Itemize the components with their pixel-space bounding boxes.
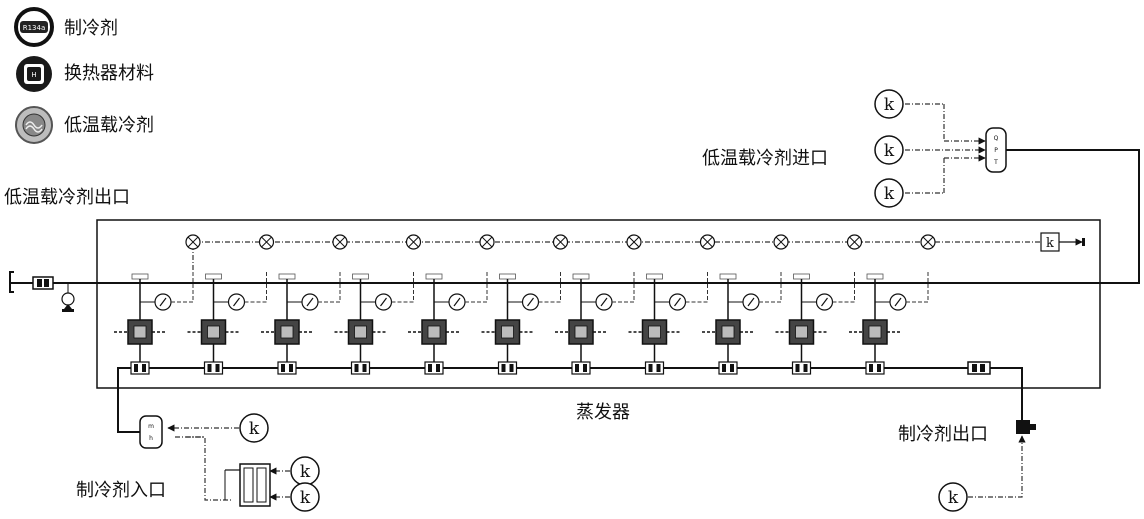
evaporator-cell [334,234,422,375]
coolant-outlet-label: 低温载冷剂出口 [4,187,130,208]
svg-text:k: k [1046,236,1054,251]
constant-k-icon: k [239,413,269,443]
svg-text:k: k [884,141,895,161]
svg-text:m: m [148,423,154,430]
evaporator-cell [114,234,201,375]
evaporator-cell [628,234,716,375]
constant-k-icon: k [290,456,320,486]
svg-text:Q: Q [994,135,999,142]
evaporator-cell [702,234,789,375]
evaporator-label: 蒸发器 [576,402,630,423]
legend: R134a 制冷剂 H 换热器材料 低温载冷剂 [14,7,154,144]
svg-text:P: P [994,147,998,154]
refrigerant-inlet-label: 制冷剂入口 [76,480,166,501]
constant-k-icon: k [938,482,968,512]
svg-text:T: T [993,159,998,166]
constant-k-icon: k [874,89,904,119]
evaporator-cell [187,234,275,375]
coolant-main-line [9,149,1140,312]
constant-k-icon: k [874,135,904,165]
constant-k-icon: k [874,178,904,208]
refrigerant-source-block [139,415,163,449]
hx-material-icon: H [16,56,52,92]
evaporator-boundary [96,219,1101,389]
svg-text:k: k [948,488,959,508]
coolant-inlet-constants: k k k Q P T [874,89,1007,208]
legend-hx-material-label: 换热器材料 [64,63,154,84]
evaporator-cell [408,234,495,375]
refrigerant-outlet-assembly: k [938,361,1036,512]
refrigerant-icon: R134a [14,7,54,47]
svg-text:k: k [884,184,895,204]
evaporator-cell [481,234,569,375]
tail-constant: k [1040,232,1085,252]
coolant-icon [15,106,53,144]
legend-refrigerant-label: 制冷剂 [64,18,118,39]
legend-coolant-label: 低温载冷剂 [64,115,154,136]
coolant-inlet-label: 低温载冷剂进口 [702,148,828,169]
evaporator-cell [555,234,642,375]
svg-text:R134a: R134a [23,24,46,32]
svg-text:k: k [249,419,260,439]
evaporator-cell [775,234,863,375]
refrigerant-sink-block [1016,420,1030,434]
evaporator-cell [261,234,348,375]
svg-text:k: k [884,95,895,115]
svg-text:H: H [31,71,36,79]
constant-k-icon: k [290,482,320,512]
refrigerant-outlet-label: 制冷剂出口 [898,424,988,445]
svg-text:k: k [300,462,311,482]
svg-text:h: h [149,435,153,442]
evaporator-cells [114,234,1041,375]
evaporator-cell [849,234,936,375]
svg-text:k: k [300,488,311,508]
refrigerant-inlet-assembly: m h k k k [117,367,320,512]
